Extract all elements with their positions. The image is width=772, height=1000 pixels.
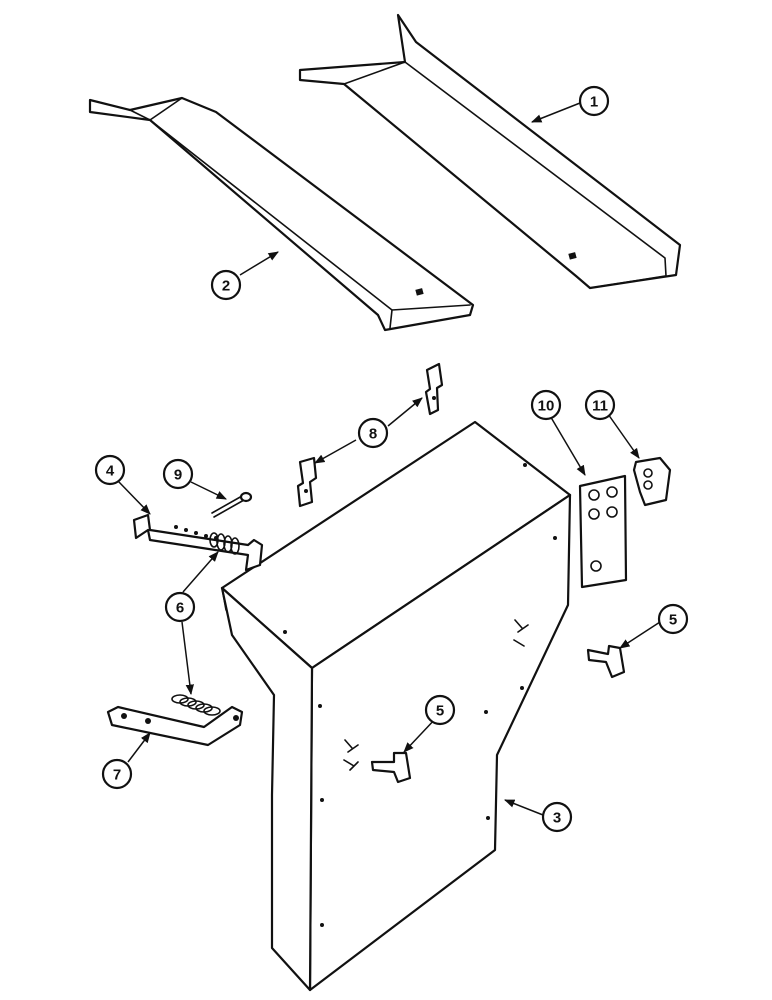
latch-8-lower (296, 456, 318, 508)
housing-panel-3 (220, 420, 572, 992)
callout-2: 2 (210, 269, 242, 301)
channel-rail-2 (88, 96, 475, 332)
t-handle-5-right (586, 644, 626, 679)
callout-6: 6 (164, 591, 196, 623)
callout-label: 6 (176, 600, 184, 617)
callout-label: 4 (106, 463, 115, 480)
callout-3: 3 (541, 801, 573, 833)
callout-11: 11 (584, 389, 616, 421)
plate-10 (578, 474, 628, 589)
callout-5: 5 (657, 603, 689, 635)
callout-8: 8 (357, 417, 389, 449)
callout-label: 9 (174, 467, 182, 484)
callout-1: 1 (578, 85, 610, 117)
callout-9: 9 (162, 458, 194, 490)
spring-6-lower (171, 694, 221, 716)
callout-4: 4 (94, 454, 126, 486)
latch-8-upper (424, 362, 444, 416)
callout-5: 5 (424, 694, 456, 726)
callout-label: 5 (436, 703, 444, 720)
callout-label: 1 (590, 94, 598, 111)
callout-label: 8 (369, 426, 377, 443)
channel-rail-1 (298, 13, 682, 290)
t-handle-5-center (370, 751, 412, 784)
pin-9 (211, 491, 253, 518)
callout-label: 3 (553, 810, 561, 827)
callout-label: 2 (222, 278, 230, 295)
leader-lines (117, 102, 661, 816)
callout-10: 10 (530, 389, 562, 421)
clip-11 (632, 456, 672, 507)
spring-6-upper (209, 532, 240, 555)
callout-7: 7 (101, 758, 133, 790)
callout-label: 7 (113, 767, 121, 784)
callout-label: 5 (669, 612, 677, 629)
callout-label: 11 (592, 398, 608, 415)
bracket-7 (106, 705, 244, 747)
callout-label: 10 (538, 398, 555, 415)
bracket-4 (132, 513, 264, 572)
